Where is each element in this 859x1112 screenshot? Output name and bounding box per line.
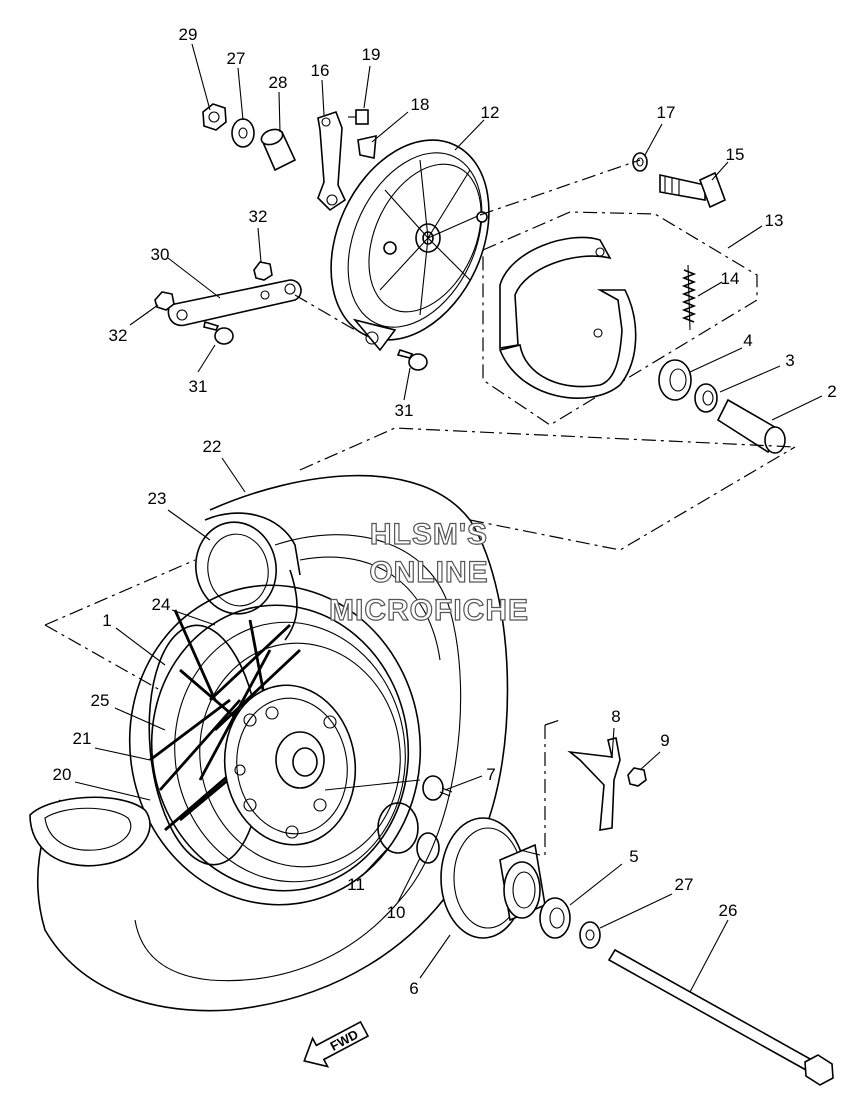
- callout-10: 10: [387, 903, 406, 922]
- callout-17: 17: [657, 103, 676, 122]
- callout-12: 12: [481, 103, 500, 122]
- callout-16: 16: [311, 61, 330, 80]
- watermark-line-1: HLSM'S: [370, 518, 488, 551]
- camshaft-lever: [317, 110, 347, 212]
- callout-31: 31: [395, 401, 414, 420]
- callout-20: 20: [53, 765, 72, 784]
- watermark: HLSM'S ONLINE MICROFICHE: [328, 517, 529, 627]
- brake-shoe-plate: [330, 139, 490, 352]
- assembly-lines: [44, 159, 796, 856]
- callout-23: 23: [148, 489, 167, 508]
- tension-bar-30: [167, 279, 302, 327]
- camshaft-15: [659, 171, 727, 209]
- callout-11: 11: [347, 875, 365, 894]
- callout-5: 5: [629, 847, 638, 866]
- wheel-rim: [128, 584, 422, 906]
- wheel-hub: [223, 684, 357, 846]
- nut-32-upper: [253, 261, 273, 281]
- callout-18: 18: [411, 95, 430, 114]
- washer-17: [632, 152, 648, 172]
- clutch-hub-6: [440, 817, 546, 939]
- callout-27: 27: [675, 875, 694, 894]
- indicator-plate-18: [357, 134, 377, 159]
- callout-30: 30: [151, 245, 170, 264]
- o-ring-10: [416, 832, 440, 864]
- fwd-arrow: FWD: [303, 1020, 370, 1068]
- bearing-5: [539, 897, 571, 939]
- washer-27-top: [231, 118, 255, 148]
- nut-9: [627, 767, 647, 787]
- callout-24: 24: [152, 595, 171, 614]
- collar-28: [260, 128, 297, 172]
- callout-32: 32: [249, 207, 268, 226]
- callout-21: 21: [73, 729, 92, 748]
- callout-29: 29: [179, 25, 198, 44]
- leader-lines: [74, 43, 823, 993]
- bolt-31-left: [203, 320, 234, 345]
- callout-3: 3: [785, 351, 794, 370]
- nut-29: [202, 103, 227, 131]
- spring-14: [681, 264, 697, 331]
- callout-9: 9: [660, 731, 669, 750]
- bearing-4: [658, 359, 692, 401]
- callout-25: 25: [91, 691, 110, 710]
- wheel-axle-26: [607, 948, 834, 1086]
- watermark-line-3: MICROFICHE: [329, 594, 529, 627]
- callout-31: 31: [189, 377, 208, 396]
- callout-22: 22: [203, 437, 222, 456]
- callout-7: 7: [486, 765, 495, 784]
- spacer-2: [716, 398, 786, 454]
- bolt-31-right: [396, 349, 428, 371]
- callout-32: 32: [109, 326, 128, 345]
- nut-32-lower: [154, 291, 175, 311]
- brake-shoe-kit-13: [482, 211, 758, 426]
- callout-27: 27: [227, 49, 246, 68]
- callout-8: 8: [611, 707, 620, 726]
- callout-13: 13: [765, 211, 784, 230]
- callout-26: 26: [719, 901, 738, 920]
- tube: [195, 521, 277, 615]
- callout-28: 28: [269, 73, 288, 92]
- o-ring-11: [377, 802, 419, 854]
- tire: [36, 474, 509, 1012]
- callout-2: 2: [827, 382, 836, 401]
- rim-band: [29, 796, 151, 867]
- callout-14: 14: [721, 269, 740, 288]
- callout-19: 19: [362, 45, 381, 64]
- bolt-19: [348, 109, 369, 125]
- watermark-line-2: ONLINE: [369, 556, 488, 589]
- callout-1: 1: [102, 611, 111, 630]
- callout-6: 6: [409, 979, 418, 998]
- lock-plate-8: [567, 737, 621, 831]
- valve-7: [422, 775, 453, 801]
- fwd-label: FWD: [328, 1027, 361, 1054]
- callout-15: 15: [726, 145, 745, 164]
- part-callouts: 29 27 28 16 19 18 12 17 15 32 13 30 14 3…: [53, 25, 837, 998]
- washer-27-lower: [579, 921, 601, 949]
- oil-seal-3: [694, 383, 718, 413]
- callout-4: 4: [743, 331, 752, 350]
